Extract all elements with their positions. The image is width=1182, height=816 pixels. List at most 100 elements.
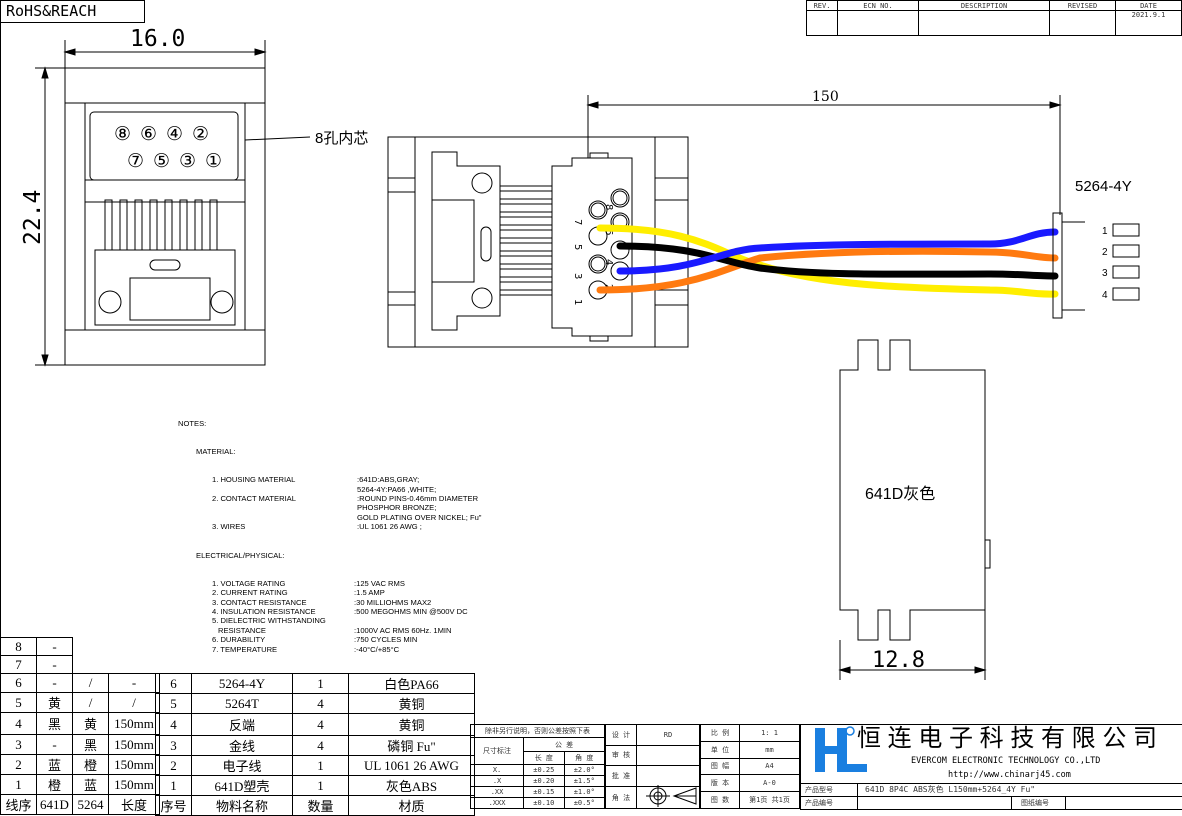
tolerance-cell: ±0.10 — [523, 797, 565, 809]
jack-pin-number: 8 — [603, 204, 614, 210]
jack-pin-number: 7 — [572, 219, 583, 225]
bom-header-cell: 物料名称 — [191, 795, 293, 816]
tolerance-cell: .X — [469, 775, 525, 788]
wire-orange — [596, 247, 1059, 294]
wire-cell: - — [36, 734, 73, 755]
tolerance-cell: ±1.0° — [563, 786, 606, 799]
note-value: GOLD PLATING OVER NICKEL; Fu" — [357, 512, 482, 522]
connector-label: 5264-4Y — [1075, 178, 1132, 195]
note-value: :1.5 AMP — [354, 588, 385, 598]
wire-cell: - — [36, 673, 73, 693]
wire-header-cell: 长度 — [108, 794, 160, 815]
wire-blue — [616, 228, 1059, 275]
note-value: :1000V AC RMS 60Hz. 1MIN — [354, 625, 452, 635]
note-key: 3. CONTACT RESISTANCE — [212, 597, 307, 607]
connector-pin-numbers: 1 2 3 4 — [1102, 226, 1108, 301]
design-value: RD — [636, 724, 700, 746]
note-value: :-40°C/+85°C — [354, 644, 400, 654]
company-logo — [815, 726, 867, 772]
tolerance-cell: ±1.5° — [563, 775, 606, 788]
wire-table-row: 8- — [0, 637, 160, 656]
note-line: 7. TEMPERATURE:-40°C/+85°C — [178, 645, 482, 654]
tolerance-note: 除非另行说明，否则公差按照下表 — [470, 723, 605, 739]
wire-cell: 橙 — [36, 774, 73, 795]
notes: NOTES: MATERIAL: 1. HOUSING MATERIAL:641… — [178, 400, 482, 663]
tolerance-cell: X. — [469, 764, 525, 777]
bom-cell: 1 — [155, 775, 192, 796]
bom-cell: 4 — [292, 693, 349, 714]
wire-cell: 黑 — [72, 734, 109, 755]
note-key: 5. DIELECTRIC WITHSTANDING — [212, 616, 326, 626]
tolerance-table: 除非另行说明，否则公差按照下表 尺寸标注公 差 长 度角 度 X.±0.25±2… — [469, 723, 606, 809]
pin-label: ④ — [166, 124, 183, 145]
bom-cell: 4 — [292, 713, 349, 736]
wire-cell: / — [72, 673, 109, 693]
bom-cell: 4 — [292, 735, 349, 756]
cable-length-dim: 150 — [812, 89, 839, 105]
note-line: 5. DIELECTRIC WITHSTANDING — [178, 616, 482, 625]
bom-cell: 2 — [155, 755, 192, 776]
note-line: 3. WIRES:UL 1061 26 AWG ; — [178, 522, 482, 531]
divider — [801, 783, 1182, 796]
scale-value: 1: 1 — [739, 724, 800, 742]
note-value: :125 VAC RMS — [354, 578, 405, 588]
tolerance-cell: ±0.25 — [523, 764, 565, 777]
tolerance-cell: .XX — [469, 786, 525, 799]
note-value: :641D:ABS,GRAY; — [357, 475, 420, 485]
wire-cell: 黄 — [36, 692, 73, 713]
front-height-dim: 22.4 — [20, 190, 46, 245]
wire-header-cell: 线序 — [0, 794, 37, 815]
side-view — [387, 95, 1062, 348]
bom-cell: 5264T — [191, 693, 293, 714]
model-label: 产品型号 — [805, 786, 833, 794]
review-label: 审 核 — [605, 744, 637, 767]
size-value: A4 — [739, 757, 800, 776]
note-value: :ROUND PINS-0.46mm DIAMETER — [357, 494, 479, 504]
bom-cell: 4 — [155, 713, 192, 736]
company-url: http://www.chinarj45.com — [948, 770, 1071, 780]
rev-header: REV. — [806, 0, 838, 11]
wire-cell: - — [108, 673, 160, 693]
note-value: :500 MEGOHMS MIN @500V DC — [354, 606, 468, 616]
note-line: RESISTANCE:1000V AC RMS 60Hz. 1MIN — [178, 626, 482, 635]
bom-cell: 6 — [155, 673, 192, 694]
note-line: 2. CURRENT RATING:1.5 AMP — [178, 588, 482, 597]
housing-side-view — [838, 339, 991, 680]
approve-label: 批 准 — [605, 765, 637, 787]
material-title: MATERIAL: — [196, 447, 236, 457]
front-width-dim: 16.0 — [130, 26, 185, 52]
note-key: 2. CONTACT MATERIAL — [212, 494, 296, 504]
revision-date: 2021.9.1 — [1115, 10, 1182, 36]
bom-cell: 5264-4Y — [191, 673, 293, 694]
inner-core-label: 8孔内芯 — [315, 130, 368, 147]
housing-width-dim: 12.8 — [872, 648, 925, 673]
wire-cell: 8 — [0, 637, 37, 656]
revision-cell — [806, 10, 838, 36]
note-value: :UL 1061 26 AWG ; — [357, 522, 422, 532]
note-value: :750 CYCLES MIN — [354, 635, 418, 645]
size-label: 图 幅 — [700, 757, 740, 776]
drawing-no-label: 图纸编号 — [1021, 799, 1049, 807]
wire-bundle — [596, 224, 1059, 298]
company-name-cn: 恒 连 电 子 科 技 有 限 公 司 — [857, 725, 1158, 752]
tolerance-row: .XXX±0.10±0.5° — [469, 797, 606, 809]
electrical-title: ELECTRICAL/PHYSICAL: — [196, 550, 285, 560]
bom-header-cell: 序号 — [155, 795, 192, 816]
wire-cell: 黄 — [72, 712, 109, 735]
wire-cell: / — [108, 692, 160, 713]
tolerance-cell: ±2.0° — [563, 764, 606, 777]
pin-label: ② — [192, 124, 209, 145]
bom-cell: UL 1061 26 AWG — [348, 755, 475, 776]
wire-cell: 蓝 — [72, 774, 109, 795]
note-key: 1. HOUSING MATERIAL — [212, 475, 296, 485]
note-line: 3. CONTACT RESISTANCE:30 MILLIOHMS MAX2 — [178, 598, 482, 607]
pin-label: ⑥ — [140, 124, 157, 145]
wire-cell: 黑 — [36, 712, 73, 735]
revision-cell — [837, 10, 919, 36]
